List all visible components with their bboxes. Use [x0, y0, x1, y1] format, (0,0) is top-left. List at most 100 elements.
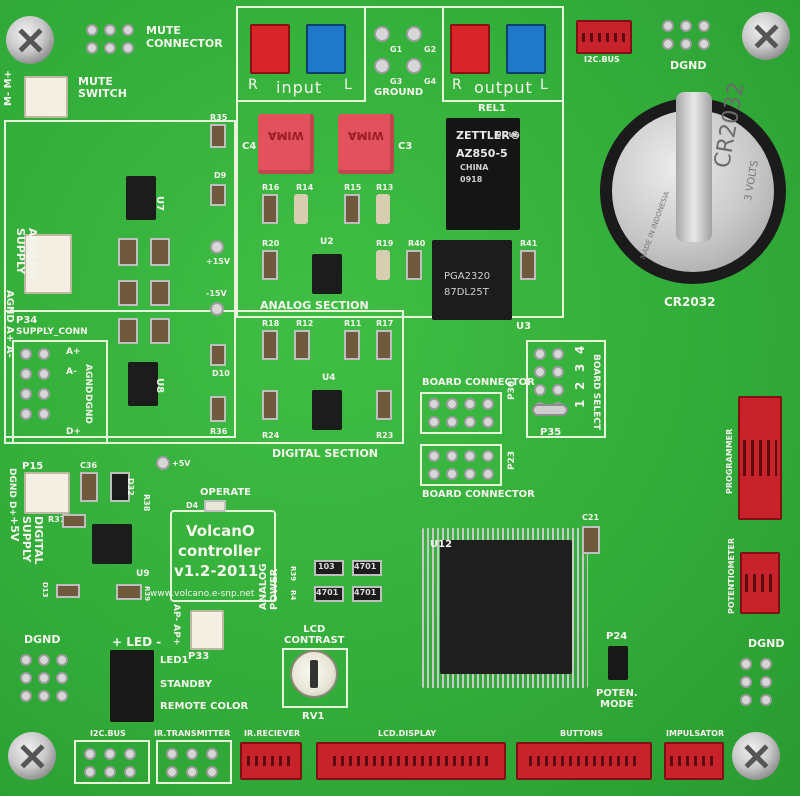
- pad-icon: [552, 384, 564, 396]
- pad-icon: [446, 416, 458, 428]
- board-select-jumper[interactable]: [532, 404, 568, 416]
- output-r-terminal[interactable]: [450, 24, 490, 74]
- ground-pad-g4: [406, 58, 422, 74]
- sel-3-label: 3: [573, 363, 587, 372]
- operate-label: OPERATE: [200, 487, 251, 498]
- pad-icon: [104, 42, 116, 54]
- smd-component: [150, 238, 170, 266]
- r13-label: R13: [376, 183, 394, 192]
- smd-component: [62, 514, 86, 528]
- mute-switch-label: MUTE SWITCH: [78, 75, 127, 101]
- plus5v-label: +5V: [172, 459, 191, 468]
- c3-label: C3: [398, 141, 413, 152]
- agnd-label: AGND: [83, 364, 93, 394]
- pad-icon: [464, 450, 476, 462]
- ap-label: AP- AP+: [171, 604, 181, 646]
- chip-u7: [126, 176, 156, 220]
- input-label: input: [276, 78, 323, 97]
- pad-icon: [464, 416, 476, 428]
- pad-icon: [38, 388, 50, 400]
- r40-label: R40: [408, 239, 426, 248]
- p34-label: P34: [16, 315, 38, 326]
- rel1-label: REL1: [478, 103, 506, 114]
- pad-icon: [446, 450, 458, 462]
- d9-label: D9: [214, 171, 227, 180]
- pad-icon: [534, 384, 546, 396]
- board-select-outline: [526, 340, 606, 438]
- pad-icon: [698, 38, 710, 50]
- buttons-header[interactable]: [516, 742, 652, 780]
- resistor-network: [314, 586, 344, 602]
- pad-icon: [662, 20, 674, 32]
- led-pin-header[interactable]: [110, 650, 154, 722]
- pad-icon: [482, 416, 494, 428]
- pga-line1: PGA2320: [444, 271, 491, 282]
- led1-label: LED1: [160, 655, 189, 666]
- p30-label: P30: [507, 380, 517, 400]
- chip-u4: [312, 390, 342, 430]
- analog-power-jack[interactable]: [190, 610, 224, 650]
- pad-icon: [206, 766, 218, 778]
- resistor-r11: [344, 330, 360, 360]
- pad-icon: [680, 38, 692, 50]
- r38-label: R38: [142, 494, 151, 512]
- lcd-display-header[interactable]: [316, 742, 506, 780]
- chip-u9: [92, 524, 132, 564]
- programmer-label: PROGRAMMER: [725, 428, 734, 494]
- pad-icon: [20, 690, 32, 702]
- r19-label: R19: [376, 239, 394, 248]
- poten-mode-jumper[interactable]: [608, 646, 628, 680]
- board-connector-bottom-box: [420, 444, 502, 486]
- output-box: [442, 6, 564, 102]
- p33-label: P33: [188, 651, 210, 662]
- smd-component: [118, 238, 138, 266]
- mute-switch-jack[interactable]: [24, 76, 68, 118]
- relay-ul: UL US: [496, 131, 520, 139]
- ir-receiver-header[interactable]: [240, 742, 302, 780]
- lcd-display-label: LCD.DISPLAY: [378, 729, 437, 738]
- sel-1-label: 1: [573, 399, 587, 408]
- input-l-terminal[interactable]: [306, 24, 346, 74]
- cap-c36: [80, 472, 98, 502]
- u8-label: U8: [154, 378, 165, 394]
- resistor-r35: [210, 124, 226, 148]
- diode-d10: [210, 344, 226, 366]
- pad-icon: [86, 42, 98, 54]
- pad-icon: [56, 654, 68, 666]
- input-r-terminal[interactable]: [250, 24, 290, 74]
- pad-icon: [166, 748, 178, 760]
- pad-icon: [20, 348, 32, 360]
- buttons-label: BUTTONS: [560, 729, 603, 738]
- analog-supply-jack[interactable]: [24, 234, 72, 294]
- wima-label-1: WIMA: [268, 129, 304, 142]
- pad-icon: [210, 240, 224, 254]
- u7-label: U7: [154, 196, 165, 212]
- digital-supply-jack[interactable]: [24, 472, 70, 514]
- impulsator-header[interactable]: [664, 742, 724, 780]
- chip-u3: [432, 240, 512, 320]
- output-label: output: [474, 78, 533, 97]
- i2c-bus-bottom-box: [74, 740, 150, 784]
- pad-icon: [124, 766, 136, 778]
- programmer-header[interactable]: [738, 396, 782, 520]
- d-plus-label: D+: [66, 427, 82, 437]
- board-connector-top-label: BOARD CONNECTOR: [422, 377, 535, 388]
- diode-d9: [210, 184, 226, 206]
- chip-u12: [440, 540, 572, 674]
- ir-transmitter-box: [156, 740, 232, 784]
- u9-label: U9: [136, 569, 150, 579]
- i2c-bus-top-header[interactable]: [576, 20, 632, 54]
- resistor-r16: [262, 194, 278, 224]
- smd-component: [116, 584, 142, 600]
- output-l-terminal[interactable]: [506, 24, 546, 74]
- r11-label: R11: [344, 319, 362, 328]
- pad-icon: [482, 398, 494, 410]
- potentiometer-header[interactable]: [740, 552, 780, 614]
- ic4701a-label: 4701: [354, 562, 377, 571]
- pad-icon: [428, 416, 440, 428]
- url-text: www.volcano.e-snp.net: [150, 589, 255, 599]
- sel-2-label: 2: [573, 381, 587, 390]
- trimmer-slot-icon: [310, 660, 318, 688]
- r36-label: R36: [210, 427, 228, 436]
